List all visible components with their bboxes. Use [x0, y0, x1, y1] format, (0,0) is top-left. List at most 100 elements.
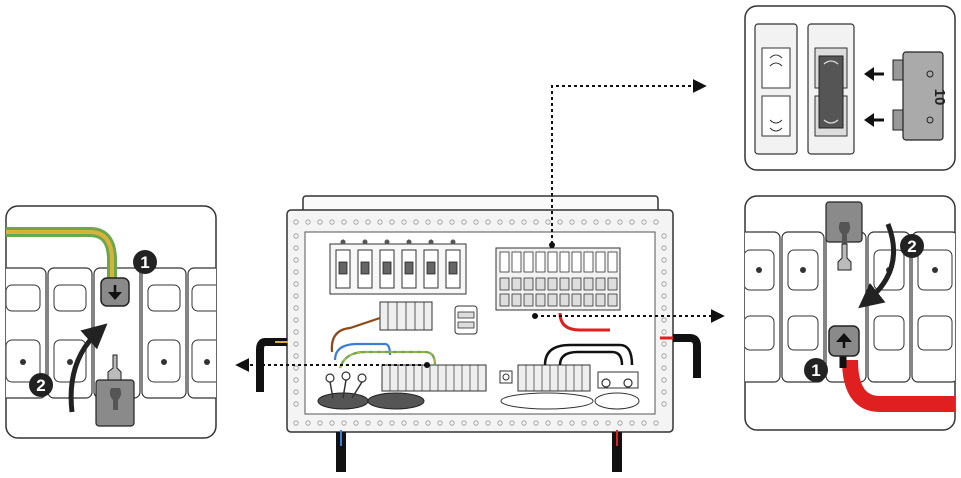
breaker-toggle: [404, 261, 414, 275]
arrow-left-icon: [864, 113, 884, 127]
frame-hole: [661, 305, 667, 311]
frame-hole: [401, 219, 407, 225]
frame-hole: [329, 219, 335, 225]
frame-hole: [661, 293, 667, 299]
frame-hole: [653, 420, 659, 426]
fuse-slot: [607, 251, 618, 273]
frame-hole: [389, 219, 395, 225]
frame-hole: [521, 219, 527, 225]
frame-hole: [661, 245, 667, 251]
svg-text:2: 2: [907, 237, 916, 256]
breaker-bank: [329, 239, 467, 295]
arrow-up-icon: [836, 333, 852, 342]
fuse-slot: [535, 251, 546, 273]
frame-hole: [661, 401, 667, 407]
terminal-slot: [499, 293, 510, 307]
frame-hole: [593, 219, 599, 225]
frame-hole: [305, 420, 311, 426]
terminal-slot: [499, 277, 510, 291]
fuse-slot: [511, 251, 522, 273]
frame-holes: [293, 219, 667, 426]
frame-hole: [437, 219, 443, 225]
terminal-slot: [547, 277, 558, 291]
arrow-left-icon: [864, 67, 884, 81]
callout-to-fuse-detail: [551, 79, 707, 244]
frame-hole: [661, 233, 667, 239]
frame-hole: [653, 219, 659, 225]
frame-hole: [293, 353, 299, 359]
terminal-slot: [559, 293, 570, 307]
frame-hole: [293, 389, 299, 395]
frame-hole: [545, 420, 551, 426]
terminal-slot: [583, 293, 594, 307]
callout-dot: [532, 313, 538, 319]
frame-hole: [629, 420, 635, 426]
frame-hole: [413, 219, 419, 225]
frame-hole: [365, 219, 371, 225]
fuse-slot: [559, 251, 570, 273]
frame-hole: [293, 219, 299, 225]
left-detail-panel: 1 2: [5, 205, 217, 439]
breaker-screw: [428, 239, 434, 245]
step-badge-2: 2: [900, 234, 924, 258]
breaker-toggle: [360, 261, 370, 275]
frame-hole: [293, 401, 299, 407]
arrow-down-icon: [108, 292, 122, 300]
frame-hole: [305, 219, 311, 225]
frame-hole: [341, 420, 347, 426]
step-badge-2: 2: [29, 373, 53, 397]
frame-hole: [617, 219, 623, 225]
frame-hole: [641, 219, 647, 225]
frame-hole: [293, 365, 299, 371]
frame-hole: [629, 219, 635, 225]
curved-arrow-icon: [858, 223, 897, 309]
frame-hole: [341, 219, 347, 225]
terminal-slot: [607, 277, 618, 291]
frame-hole: [293, 420, 299, 426]
frame-hole: [377, 219, 383, 225]
terminal-slot: [547, 293, 558, 307]
fuse-slot: [499, 251, 510, 273]
breaker-screw: [362, 239, 368, 245]
frame-hole: [293, 233, 299, 239]
frame-hole: [293, 245, 299, 251]
frame-hole: [293, 341, 299, 347]
frame-hole: [293, 269, 299, 275]
right-detail-panel: 1 2: [744, 195, 956, 431]
frame-hole: [581, 219, 587, 225]
frame-hole: [661, 257, 667, 263]
frame-hole: [425, 420, 431, 426]
frame-hole: [293, 257, 299, 263]
frame-hole: [557, 219, 563, 225]
terminal-slot: [583, 277, 594, 291]
step-badge-1: 1: [133, 250, 157, 274]
frame-hole: [317, 219, 323, 225]
fuse-cartridge: 10: [892, 51, 948, 141]
frame-hole: [485, 219, 491, 225]
breaker-toggle: [338, 261, 348, 275]
frame-hole: [593, 420, 599, 426]
fuse-slot: [583, 251, 594, 273]
frame-hole: [401, 420, 407, 426]
breaker-toggle: [426, 261, 436, 275]
frame-hole: [293, 377, 299, 383]
frame-hole: [521, 420, 527, 426]
frame-hole: [293, 317, 299, 323]
callout-lines: [235, 79, 725, 372]
frame-hole: [545, 219, 551, 225]
frame-hole: [569, 219, 575, 225]
frame-hole: [661, 329, 667, 335]
frame-hole: [661, 365, 667, 371]
frame-hole: [377, 420, 383, 426]
main-device: [256, 195, 701, 472]
frame-hole: [605, 219, 611, 225]
frame-hole: [661, 353, 667, 359]
breaker-screw: [340, 239, 346, 245]
frame-hole: [641, 420, 647, 426]
terminal-slot: [511, 277, 522, 291]
frame-hole: [557, 420, 563, 426]
frame-hole: [413, 420, 419, 426]
frame-hole: [661, 269, 667, 275]
frame-hole: [293, 281, 299, 287]
